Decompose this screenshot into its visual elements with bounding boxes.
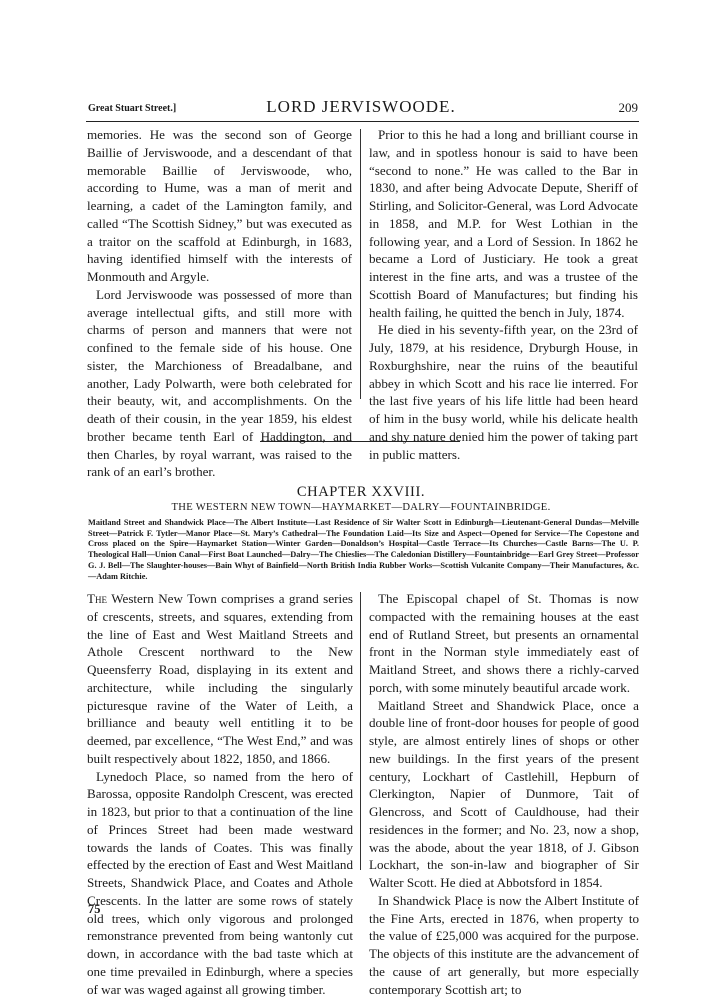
paragraph: memories. He was the second son of Georg… <box>87 127 352 284</box>
printer-dot <box>478 907 480 909</box>
column-divider <box>360 592 361 870</box>
chapter-subtitle: THE WESTERN NEW TOWN—HAYMARKET—DALRY—FOU… <box>171 502 551 513</box>
opening-small-caps: The <box>87 591 107 606</box>
top-left-column: memories. He was the second son of Georg… <box>87 126 352 481</box>
chapter-synopsis: Maitland Street and Shandwick Place—The … <box>88 518 639 581</box>
running-header-title: LORD JERVISWOODE. <box>266 97 456 116</box>
paragraph: He died in his seventy-fifth year, on th… <box>369 322 638 462</box>
top-right-column: Prior to this he had a long and brillian… <box>369 126 638 463</box>
paragraph: In Shandwick Place is now the Albert Ins… <box>369 892 639 997</box>
section-rule <box>260 441 460 442</box>
bottom-left-column: The Western New Town comprises a grand s… <box>87 590 353 998</box>
paragraph: The Episcopal chapel of St. Thomas is no… <box>369 591 639 695</box>
header-rule <box>86 121 639 122</box>
signature-mark: 75 <box>88 902 101 916</box>
column-divider <box>360 129 361 399</box>
paragraph: Lord Jerviswoode was possessed of more t… <box>87 286 352 480</box>
running-header-location: Great Stuart Street.] <box>88 103 177 114</box>
chapter-heading: CHAPTER XXVIII. <box>296 484 426 500</box>
bottom-right-column: The Episcopal chapel of St. Thomas is no… <box>369 590 639 998</box>
page-number: 209 <box>618 100 639 115</box>
opening-text: Western New Town comprises a grand serie… <box>87 591 353 766</box>
paragraph: Maitland Street and Shandwick Place, onc… <box>369 697 639 891</box>
paragraph: Lynedoch Place, so named from the hero o… <box>87 768 353 997</box>
paragraph: Prior to this he had a long and brillian… <box>369 127 638 320</box>
opening-paragraph: The Western New Town comprises a grand s… <box>87 590 353 768</box>
